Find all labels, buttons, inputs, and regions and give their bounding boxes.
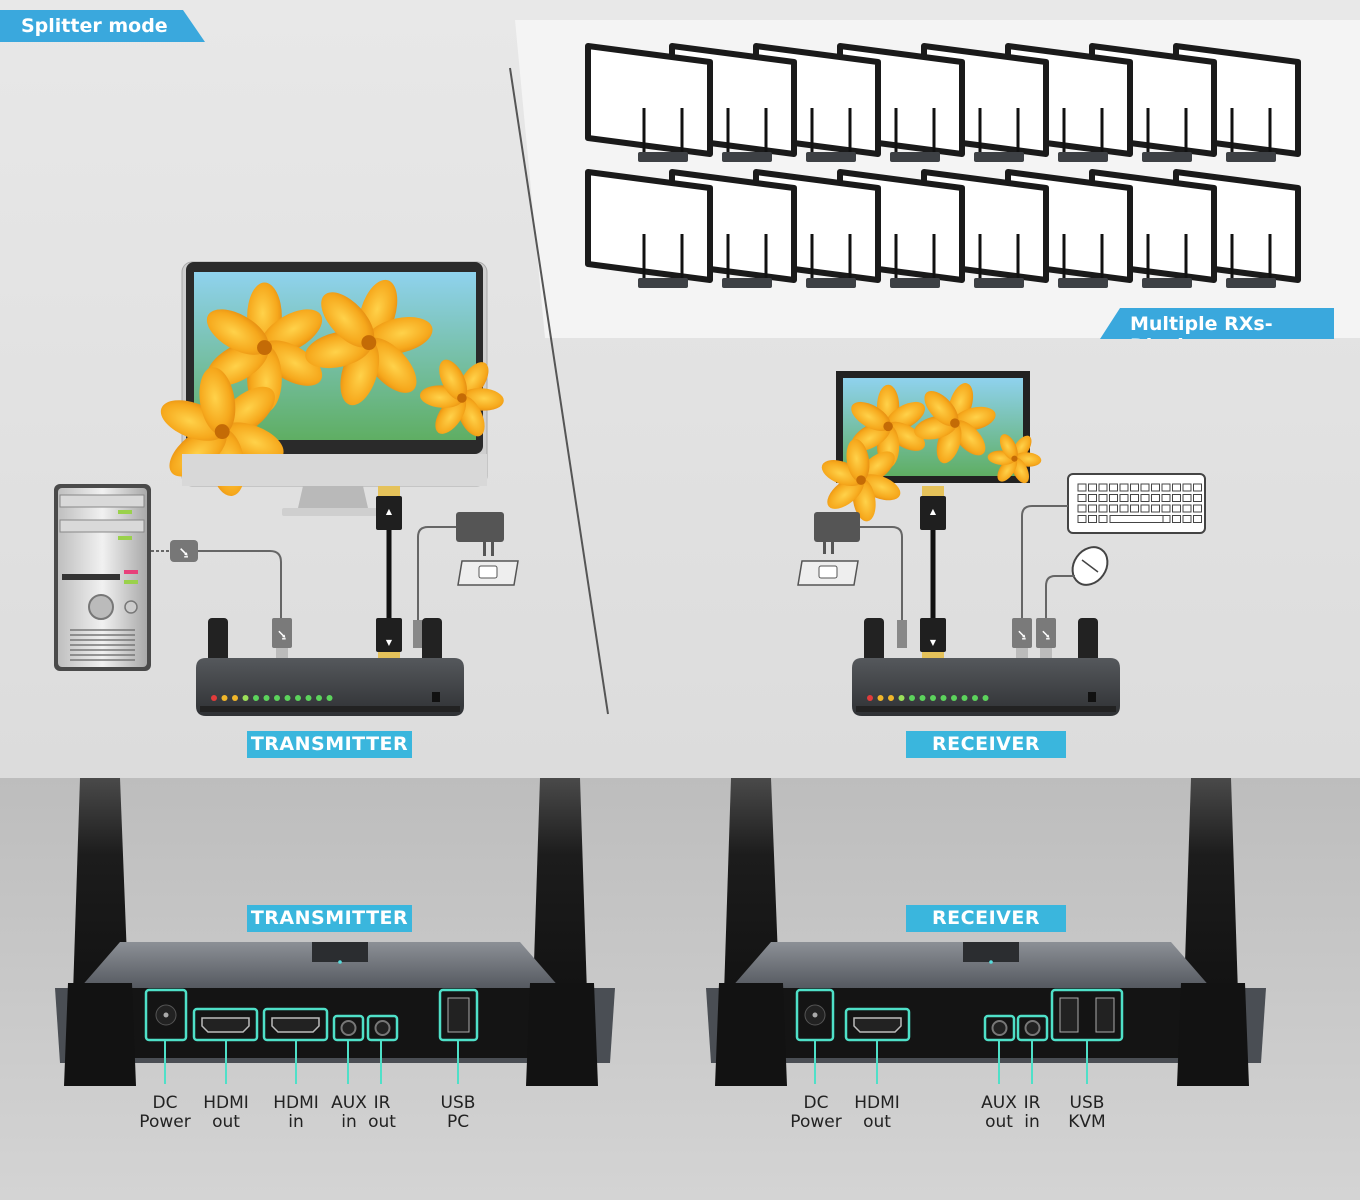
rear-device	[55, 778, 615, 1086]
usb-kvm-port	[1050, 988, 1124, 1084]
power-outlet-icon	[457, 560, 519, 586]
top-scene-art: ⭸ ⭸	[54, 261, 1206, 716]
rx-display-wall	[585, 43, 1301, 288]
dc-power-port	[795, 988, 835, 1084]
svg-text:⭸: ⭸	[1042, 627, 1051, 643]
receiver-label-bottom: RECEIVER	[906, 905, 1066, 932]
svg-text:▲: ▲	[930, 507, 937, 516]
mouse-icon	[1071, 546, 1109, 586]
transmitter-label-top: TRANSMITTER	[247, 731, 412, 758]
antenna-icon	[1078, 618, 1098, 668]
keyboard-icon	[1067, 473, 1206, 534]
dc-power-port	[144, 988, 188, 1084]
aux-out-port	[983, 1014, 1016, 1084]
receiver-label-top: RECEIVER	[906, 731, 1066, 758]
hdmi-out-port	[192, 1007, 259, 1084]
antenna-icon	[864, 618, 884, 668]
antenna-icon	[208, 618, 228, 668]
splitter-mode-badge: Splitter mode	[0, 10, 205, 42]
ir-out-port	[366, 1014, 399, 1084]
monitor-icon	[821, 371, 1042, 522]
svg-text:⭸: ⭸	[179, 543, 188, 561]
svg-text:▼: ▼	[386, 638, 393, 647]
transmitter-label-bottom: TRANSMITTER	[247, 905, 412, 932]
pc-tower-icon	[54, 484, 151, 671]
rear-panel-views	[55, 778, 1266, 1086]
hdmi-cable-icon: ▲ ▼	[920, 486, 946, 660]
ir-in-port	[1016, 1014, 1049, 1084]
svg-text:▲: ▲	[386, 507, 393, 516]
hdmi-in-port	[262, 1007, 329, 1084]
power-outlet-icon	[797, 560, 859, 586]
monitor-icon	[160, 261, 504, 516]
svg-text:⭸: ⭸	[278, 627, 287, 643]
rx-display-unit	[585, 169, 713, 288]
power-adapter-icon	[814, 512, 907, 648]
svg-text:▼: ▼	[930, 638, 937, 647]
usb-pc-port	[438, 988, 479, 1084]
hdmi-out-port	[844, 1007, 911, 1084]
antenna-icon	[422, 618, 442, 668]
power-adapter-icon	[413, 512, 504, 648]
aux-in-port	[332, 1014, 365, 1084]
hdmi-cable-icon: ▲ ▼	[376, 486, 402, 660]
rx-display-unit	[585, 43, 713, 162]
svg-text:⭸: ⭸	[1018, 627, 1027, 643]
multiple-rx-display-badge: Multiple RXs-Display	[1100, 308, 1334, 339]
usb-icon: ⭸	[151, 540, 198, 562]
rear-device	[706, 778, 1266, 1086]
